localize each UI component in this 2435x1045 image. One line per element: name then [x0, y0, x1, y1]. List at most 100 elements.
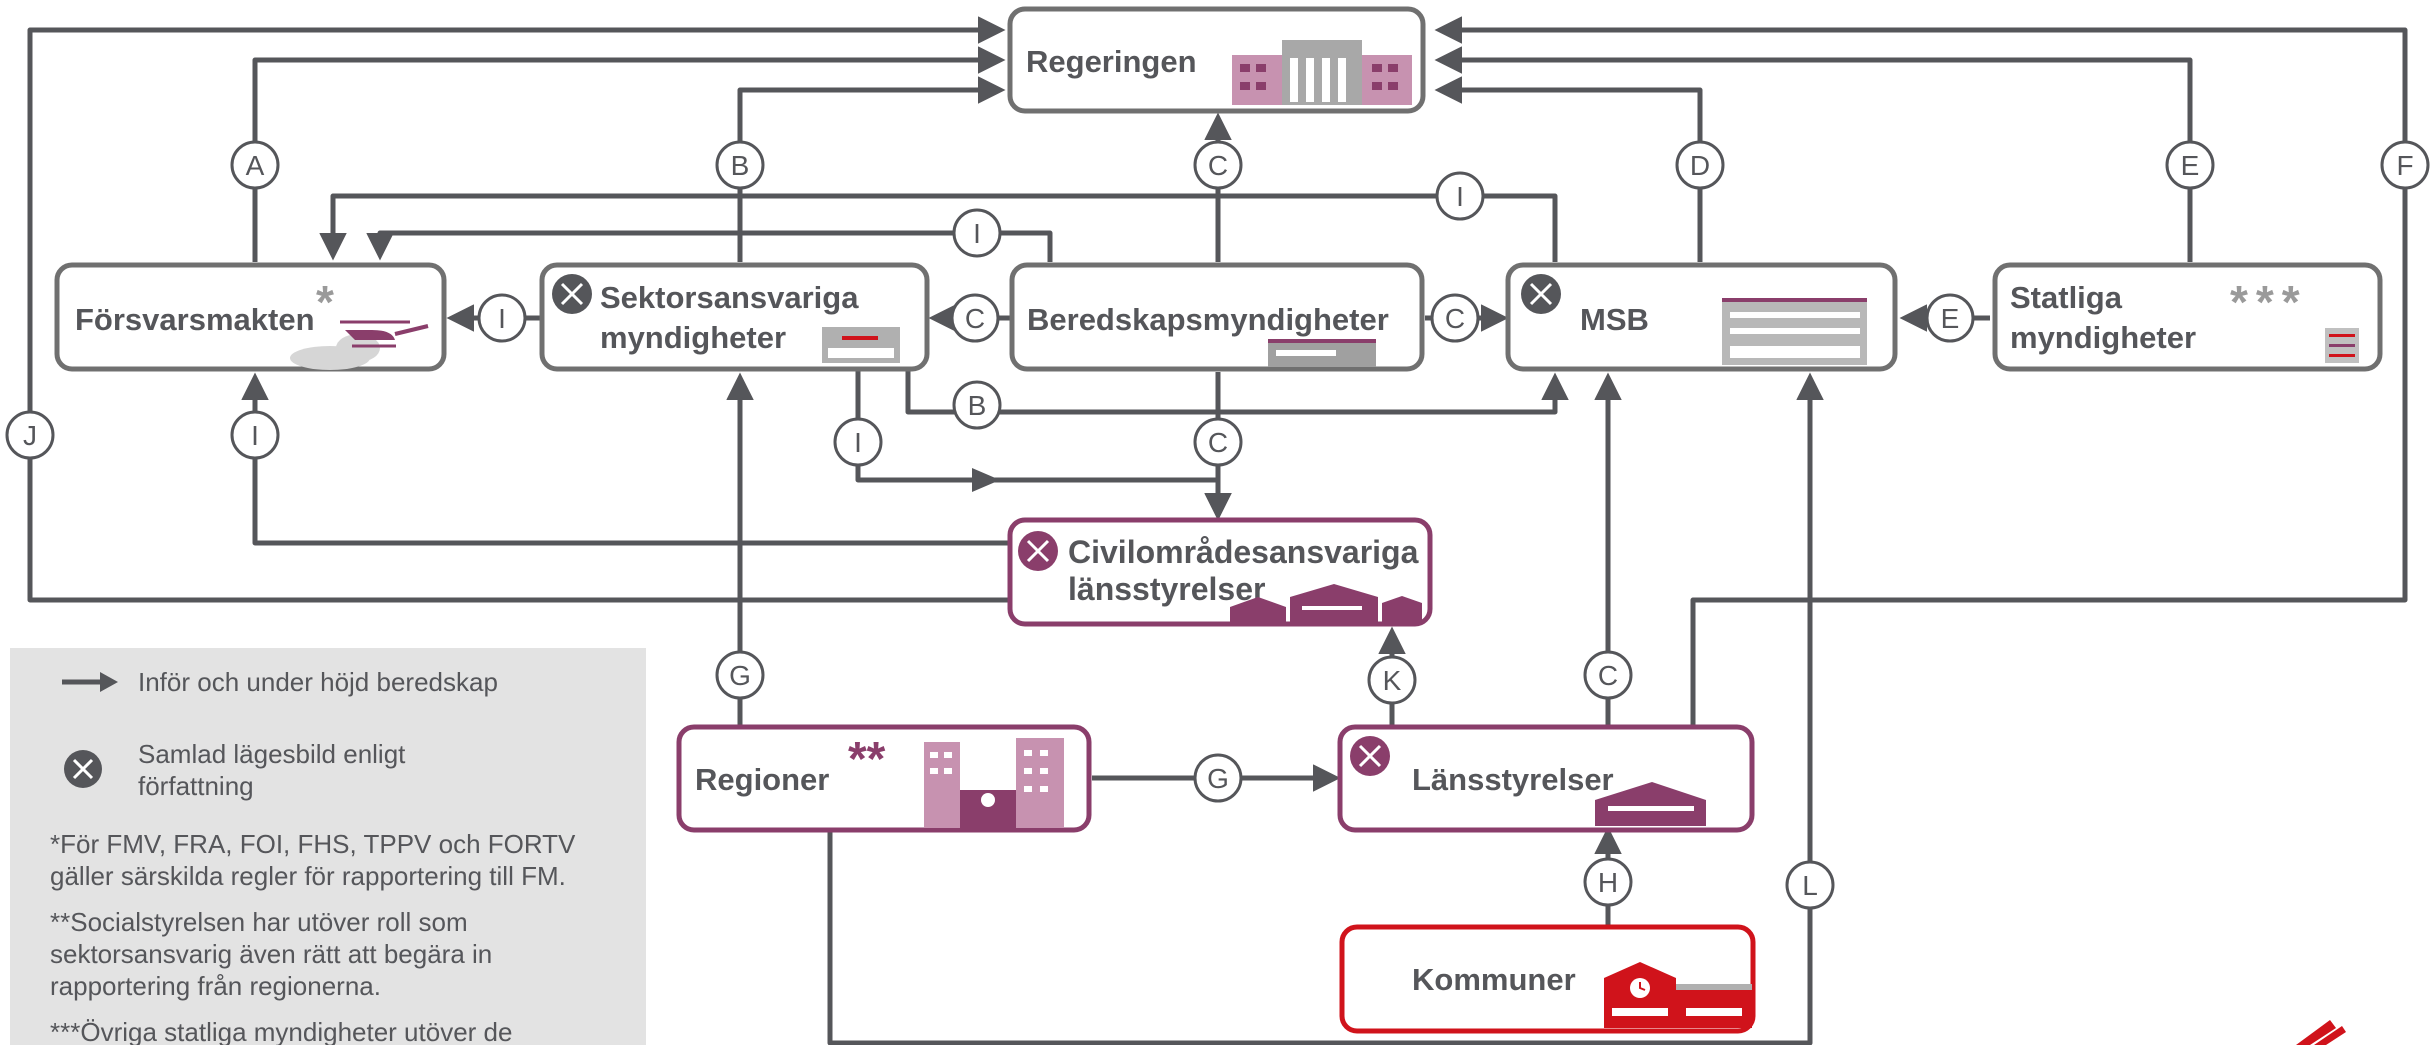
svg-text:H: H [1598, 867, 1618, 898]
edge-label-e-msb: E [1925, 293, 1975, 343]
lagesbild-icon [1350, 736, 1390, 776]
svg-text:I: I [251, 420, 259, 451]
node-civil-line2: länsstyrelser [1068, 571, 1265, 607]
node-lansstyrelser-label: Länsstyrelser [1412, 762, 1614, 797]
edge-label-d: D [1675, 140, 1725, 190]
edge-label-b-top: B [715, 140, 765, 190]
node-regeringen: Regeringen [1007, 6, 1426, 114]
edge-label-k: K [1367, 655, 1417, 705]
edge-label-c-civil: C [1193, 417, 1243, 467]
edge-label-i-msb: I [1435, 171, 1485, 221]
legend-note2-line1: **Socialstyrelsen har utöver roll som [50, 907, 468, 937]
building-icon [822, 327, 900, 363]
building-icon [1268, 339, 1376, 367]
svg-text:C: C [1208, 150, 1228, 181]
helicopter-icon [290, 320, 429, 370]
regional-buildings-icon [1230, 584, 1422, 622]
hospital-buildings-icon [924, 738, 1064, 828]
connector-b-up [737, 76, 1006, 262]
edge-label-c-top: C [1193, 140, 1243, 190]
svg-text:E: E [1941, 303, 1960, 334]
legend-arrow-text: Inför och under höjd beredskap [138, 667, 498, 697]
edge-label-i-beredskap: I [952, 208, 1002, 258]
svg-text:A: A [246, 150, 265, 181]
node-statliga-line1: Statliga [2010, 280, 2123, 315]
legend-panel: Inför och under höjd beredskap Samlad lä… [10, 648, 646, 1045]
lagesbild-icon [64, 750, 102, 788]
lagesbild-icon [1018, 531, 1058, 571]
node-sektorsansvariga-line2: myndigheter [600, 320, 786, 355]
node-forsvarsmakten-label: Försvarsmakten [75, 302, 315, 337]
edge-label-h: H [1583, 857, 1633, 907]
svg-text:E: E [2181, 150, 2200, 181]
connector-e-up [1434, 46, 2193, 262]
svg-text:B: B [731, 150, 750, 181]
node-statliga-myndigheter: Statliga myndigheter *** [1992, 262, 2383, 372]
legend-icon-text-line1: Samlad lägesbild enligt [138, 739, 406, 769]
node-civil-line1: Civilområdesansvariga [1068, 534, 1419, 570]
svg-text:C: C [1445, 303, 1465, 334]
regional-building-icon [1595, 782, 1706, 826]
legend-note2-line3: rapportering från regionerna. [50, 971, 381, 1001]
svg-text:I: I [854, 427, 862, 458]
legend-arrow-icon [62, 672, 118, 692]
legend-note3-line1: ***Övriga statliga myndigheter utöver de [50, 1017, 513, 1045]
svg-text:L: L [1802, 870, 1818, 901]
connector-j [27, 16, 1015, 603]
svg-text:K: K [1383, 665, 1402, 696]
connector-i-msb [319, 193, 1558, 262]
edge-label-g-up: G [715, 650, 765, 700]
node-sektorsansvariga: Sektorsansvariga myndigheter [539, 262, 930, 372]
edge-label-c-msb: C [1430, 293, 1480, 343]
connector-i-civil [855, 370, 1218, 483]
svg-text:F: F [2396, 150, 2413, 181]
legend-note2-line2: sektorsansvarig även rätt att begära in [50, 939, 493, 969]
edge-label-e-top: E [2165, 140, 2215, 190]
connector-d [1434, 76, 1703, 262]
svg-text:J: J [23, 420, 37, 451]
edge-label-b-msb: B [952, 380, 1002, 430]
edge-label-c-sektor: C [950, 293, 1000, 343]
svg-text:C: C [1208, 427, 1228, 458]
edge-label-a: A [230, 140, 280, 190]
small-building-icon [2325, 328, 2359, 363]
svg-text:I: I [1456, 181, 1464, 212]
node-statliga-line2: myndigheter [2010, 320, 2196, 355]
node-beredskapsmyndigheter: Beredskapsmyndigheter [1009, 262, 1425, 372]
node-regeringen-label: Regeringen [1026, 44, 1197, 79]
node-kommuner: Kommuner [1339, 924, 1756, 1034]
connector-i-civil-arrowhead [972, 468, 1000, 492]
svg-text:B: B [968, 390, 987, 421]
connector-f [1434, 16, 2408, 725]
node-regioner: Regioner ** [676, 724, 1092, 833]
svg-text:C: C [965, 303, 985, 334]
edge-label-c-lans: C [1583, 650, 1633, 700]
node-beredskapsmyndigheter-label: Beredskapsmyndigheter [1027, 302, 1389, 337]
legend-note1-line2: gäller särskilda regler för rapportering… [50, 861, 566, 891]
node-msb: MSB [1505, 262, 1898, 372]
connector-a [252, 46, 1006, 262]
connector-i-beredskap [366, 230, 1053, 262]
svg-text:C: C [1598, 660, 1618, 691]
node-civilomradesansvariga: Civilområdesansvariga länsstyrelser [1007, 517, 1433, 627]
node-regioner-label: Regioner [695, 762, 829, 797]
edge-label-g-right: G [1193, 753, 1243, 803]
footnote-marker-single: * [316, 276, 334, 328]
svg-text:I: I [498, 303, 506, 334]
legend-icon-text-line2: författning [138, 771, 254, 801]
edge-label-i-civil: I [833, 417, 883, 467]
svg-text:G: G [1207, 763, 1229, 794]
edge-label-j: J [5, 410, 55, 460]
node-msb-label: MSB [1580, 302, 1649, 337]
town-hall-icon [1604, 962, 1752, 1028]
node-kommuner-label: Kommuner [1412, 962, 1576, 997]
footnote-marker-triple: *** [2230, 276, 2308, 328]
svg-text:I: I [973, 218, 981, 249]
lagesbild-icon [1521, 274, 1561, 314]
edge-label-i-sektor: I [477, 293, 527, 343]
node-lansstyrelser: Länsstyrelser [1337, 724, 1755, 833]
government-building-icon [1232, 40, 1412, 105]
logo-mark [2296, 1020, 2346, 1045]
edge-label-i-fm: I [230, 410, 280, 460]
svg-text:G: G [729, 660, 751, 691]
